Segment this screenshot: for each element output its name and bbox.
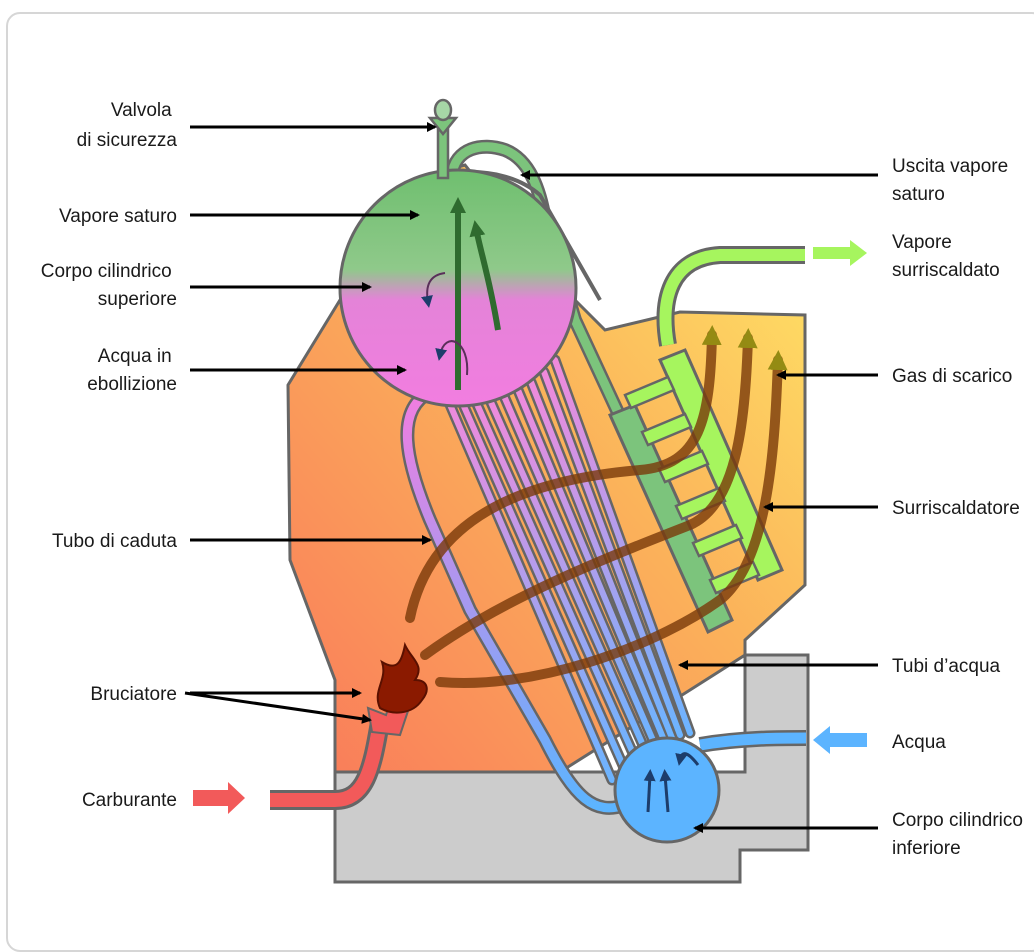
label-superheated-steam: Vapore surriscaldato [892,232,1000,281]
boiler-diagram: Valvola di sicurezza Vapore saturo Corpo… [0,0,1034,931]
label-steam-outlet: Uscita vapore saturo [892,156,1013,205]
label-safety-valve: Valvola di sicurezza [77,100,178,151]
arrow-left-icon [813,726,867,754]
label-burner: Bruciatore [90,684,177,705]
label-superheater: Surriscaldatore [892,498,1020,519]
label-downcomer: Tubo di caduta [52,531,177,552]
label-lower-drum: Corpo cilindrico inferiore [892,810,1028,859]
arrow-right-icon [193,782,245,814]
label-water: Acqua [892,732,946,753]
label-upper-drum: Corpo cilindrico superiore [41,261,177,310]
arrow-right-icon [813,240,867,266]
label-saturated-steam: Vapore saturo [59,206,177,227]
label-boiling-water: Acqua in ebollizione [87,346,177,395]
label-exhaust-gas: Gas di scarico [892,366,1012,387]
label-water-tubes: Tubi d’acqua [892,656,1001,677]
label-fuel: Carburante [82,790,177,811]
